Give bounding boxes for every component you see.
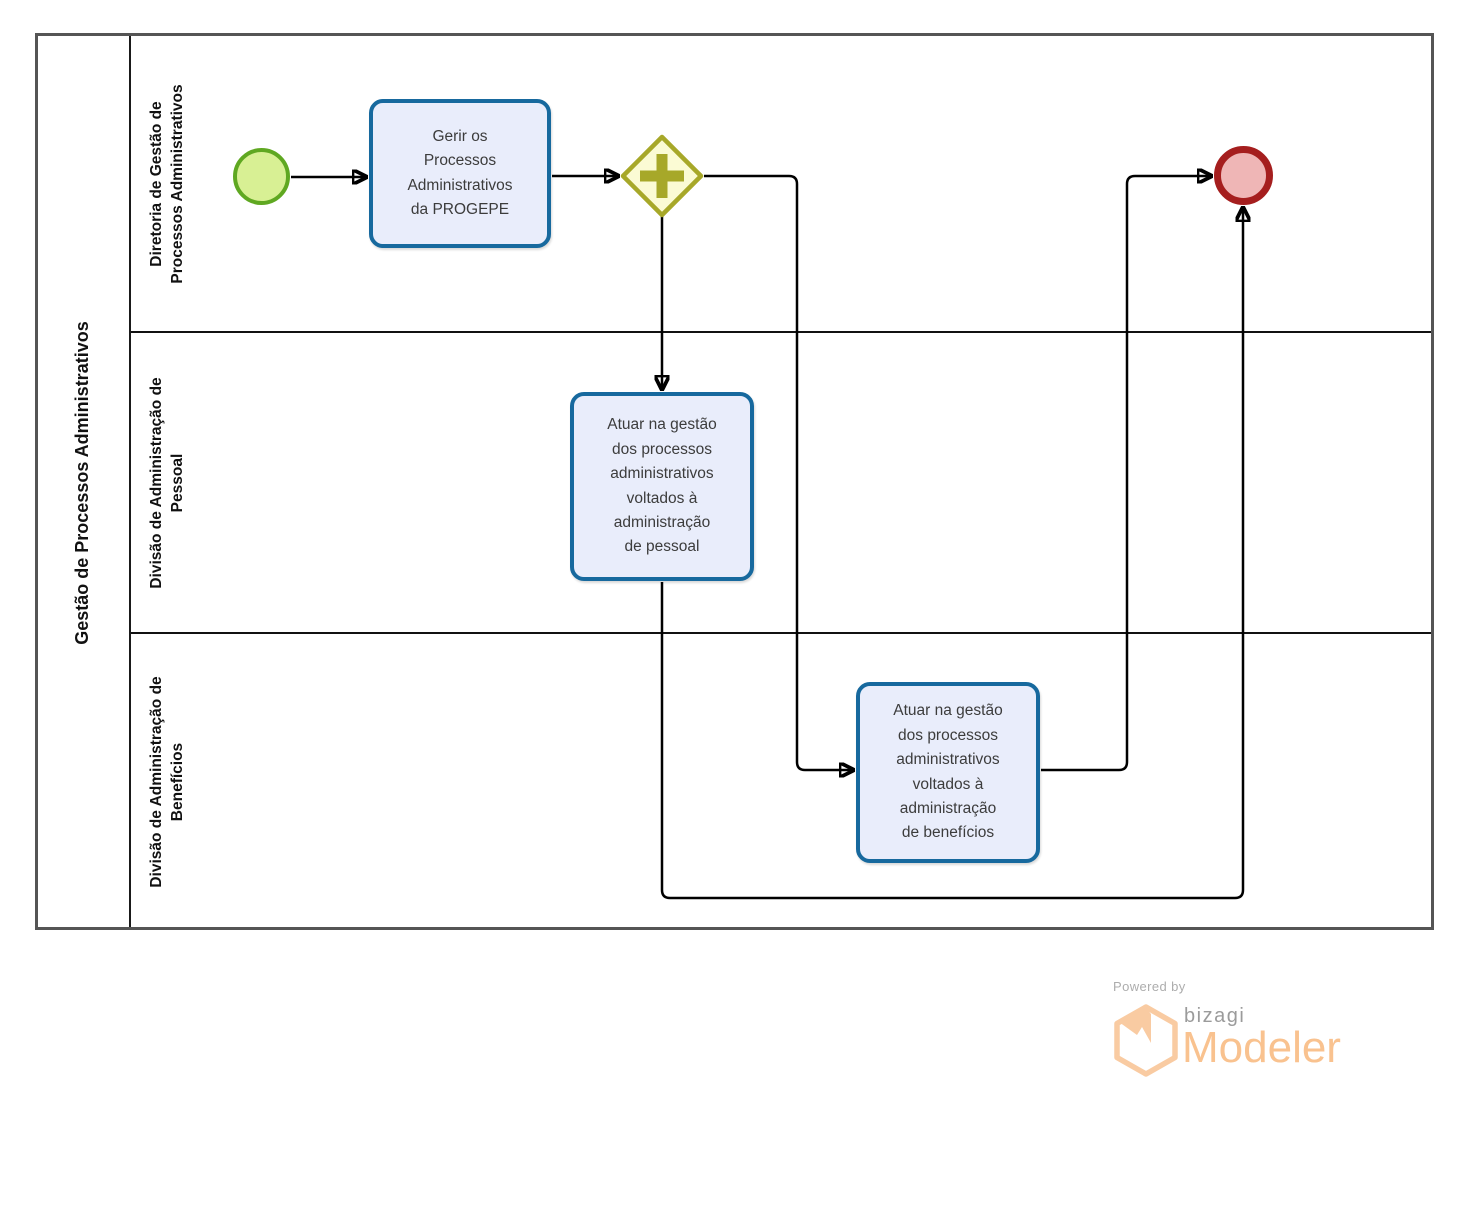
flow-task3-to-end [1041,176,1211,772]
lane-divisao-pessoal [131,333,1431,634]
plus-icon [640,154,684,198]
parallel-gateway[interactable] [619,133,705,219]
powered-by-label: Powered by [1113,979,1186,994]
bizagi-box-icon [1114,1004,1178,1077]
task-gestao-pessoal[interactable]: Atuar na gestão dos processos administra… [570,392,754,581]
flow-task2-to-end [660,208,1243,900]
pool-header-band [38,36,131,927]
logo-wordmark: bizagi Modeler [1182,1005,1341,1070]
task-gerir-processos[interactable]: Gerir os Processos Administrativos da PR… [369,99,551,248]
lane-diretoria [131,36,1431,333]
modeler-product-text: Modeler [1182,1023,1341,1072]
bpmn-pool [35,33,1434,930]
end-event[interactable] [1214,146,1273,205]
flow-gateway-to-task3 [704,174,853,770]
bizagi-brand-text: bizagi [1184,1005,1246,1027]
start-event[interactable] [233,148,290,205]
task-gestao-beneficios[interactable]: Atuar na gestão dos processos administra… [856,682,1040,863]
lanes-container [131,36,1431,927]
